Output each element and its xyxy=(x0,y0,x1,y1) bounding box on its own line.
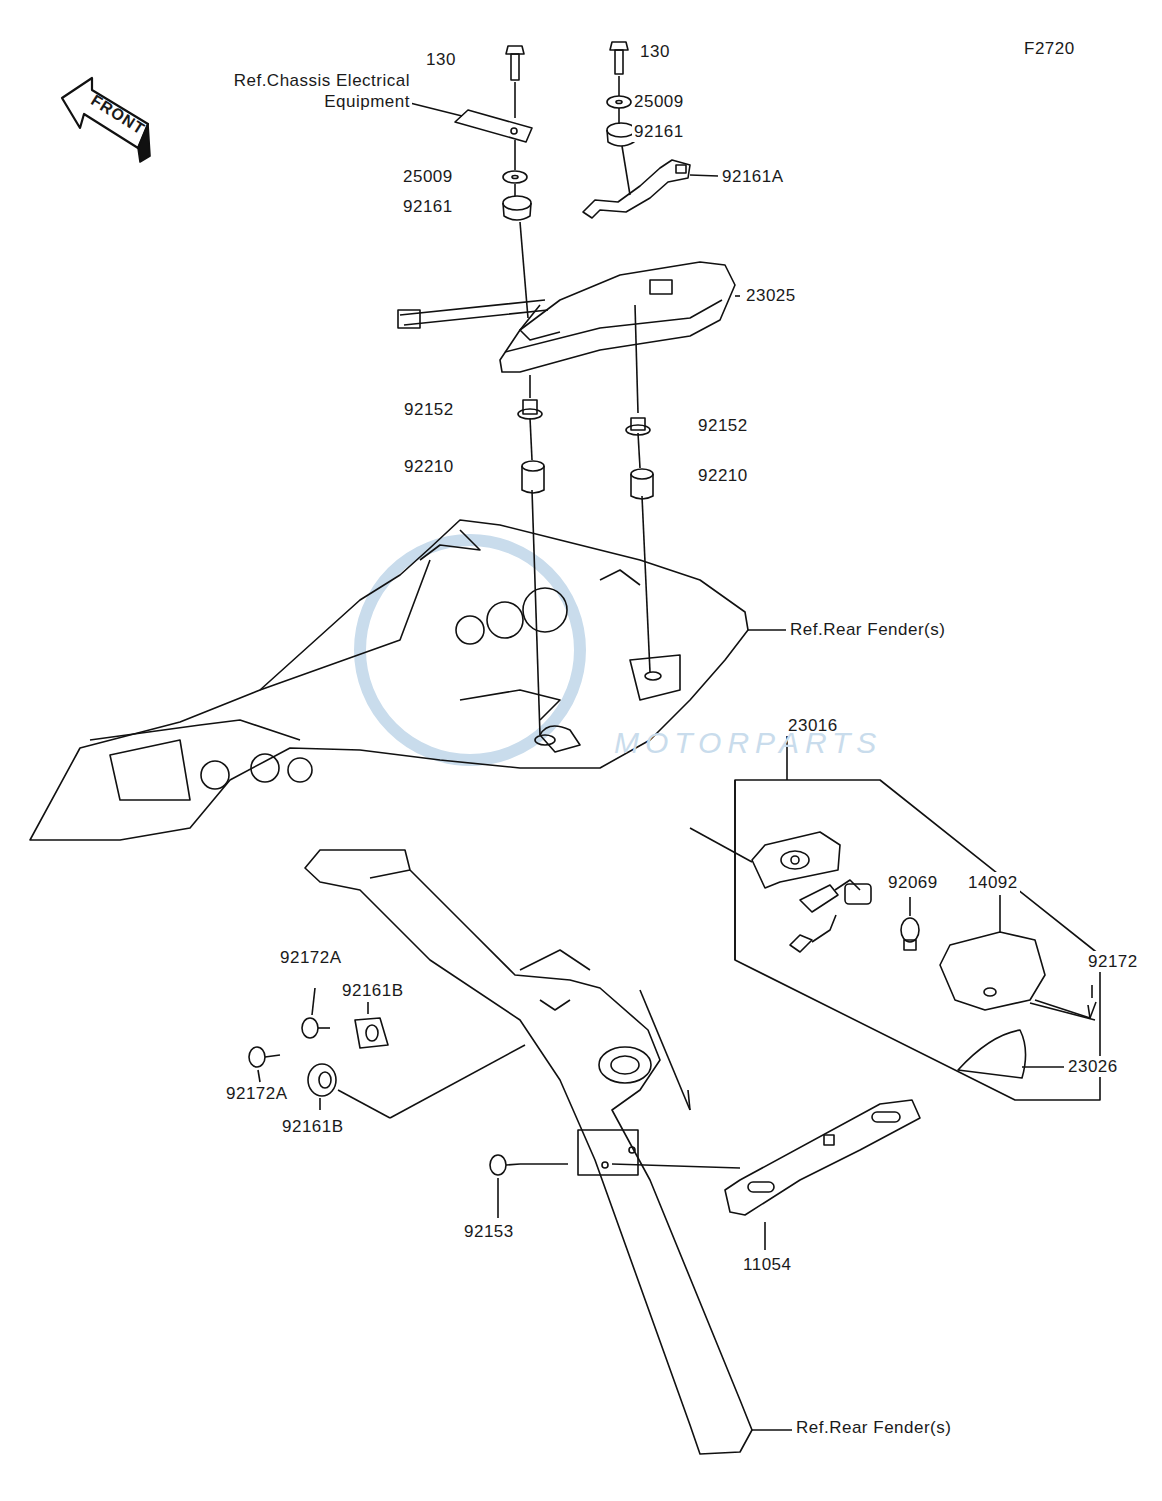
callout-number: 92161 xyxy=(401,196,455,217)
callout-number: 92069 xyxy=(886,872,940,893)
callout-number: 92153 xyxy=(462,1221,516,1242)
callout-number: 92210 xyxy=(402,456,456,477)
callout-number: 23026 xyxy=(1066,1056,1120,1077)
callout-number: 130 xyxy=(638,41,672,62)
callout-number: 25009 xyxy=(401,166,455,187)
callout-number: 25009 xyxy=(632,91,686,112)
callout-number: 92161B xyxy=(340,980,406,1001)
callout-number: 92152 xyxy=(402,399,456,420)
callout-number: 92172 xyxy=(1086,951,1140,972)
callout-number: 92161A xyxy=(720,166,786,187)
callout-number: 92161B xyxy=(280,1116,346,1137)
callout-number: 11054 xyxy=(741,1254,794,1275)
reference-note: Ref.Rear Fender(s) xyxy=(794,1417,953,1438)
callout-number: 92210 xyxy=(696,465,750,486)
callout-number: 92152 xyxy=(696,415,750,436)
figure-code: F2720 xyxy=(1022,38,1077,59)
callout-number: 92161 xyxy=(632,121,686,142)
reference-note: Ref.Rear Fender(s) xyxy=(788,619,947,640)
callout-number: 23025 xyxy=(744,285,798,306)
callout-number: 14092 xyxy=(966,872,1020,893)
reference-note: Ref.Chassis Electrical Equipment xyxy=(196,70,412,112)
callout-number: 130 xyxy=(424,49,458,70)
callout-number: 92172A xyxy=(224,1083,290,1104)
direction-label: FRONT xyxy=(85,89,150,141)
callout-number: 92172A xyxy=(278,947,344,968)
watermark: MOTORPARTS xyxy=(612,732,884,753)
